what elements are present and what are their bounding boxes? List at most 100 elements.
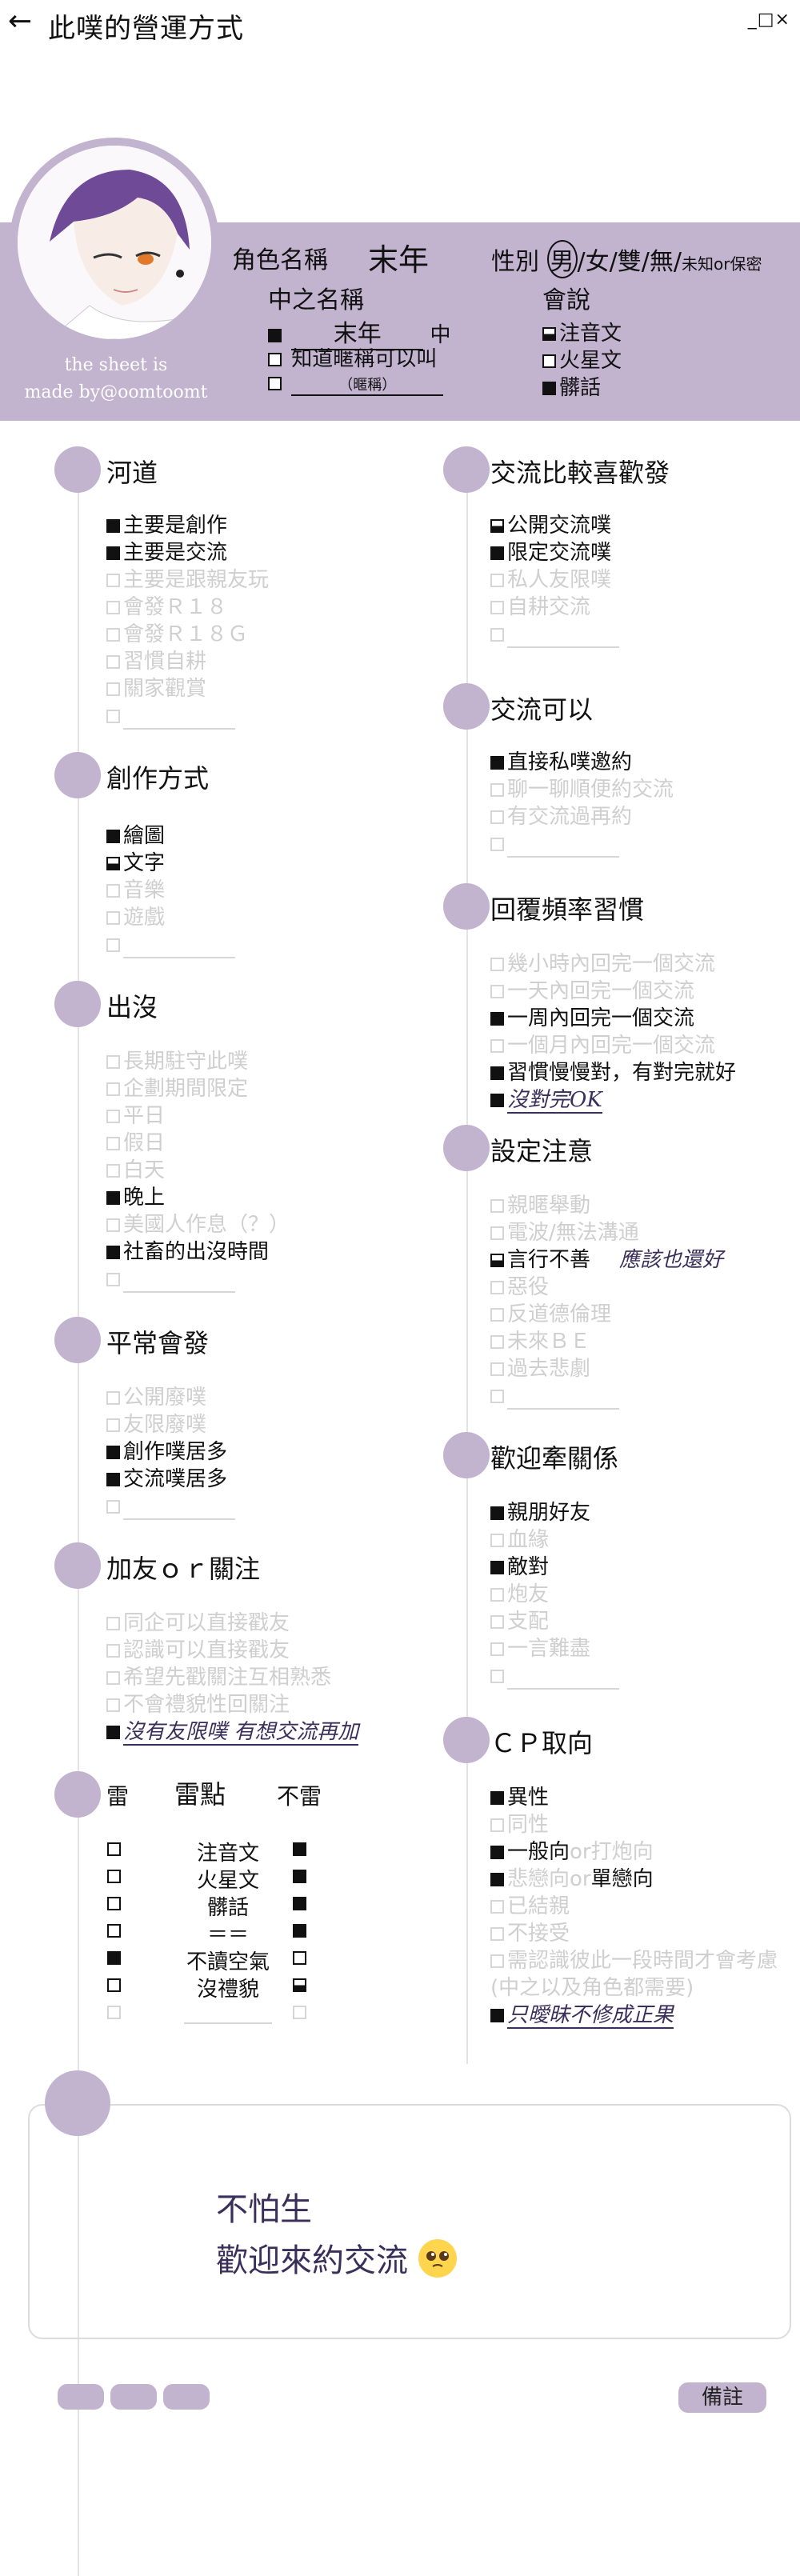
list-item-handwritten[interactable]: 沒有友限噗 有想交流再加 (106, 1718, 359, 1746)
list-item[interactable]: 有交流過再約 (490, 803, 674, 830)
sheet-credit: the sheet is made by@oomtoomt (24, 355, 208, 402)
list-item[interactable]: 公開交流噗 (490, 512, 619, 539)
list-item[interactable]: 主要是創作 (106, 512, 269, 539)
chuangzuo-list: 繪圖 文字 音樂 遊戲 (106, 822, 235, 958)
section-dot (54, 1542, 101, 1589)
list-item[interactable]: 同企可以直接戳友 (106, 1610, 358, 1637)
list-item[interactable]: 親朋好友 (490, 1499, 619, 1526)
speak-swear[interactable]: 髒話 (542, 371, 601, 401)
nickname-option-2[interactable]: 知道暱稱可以叫 (268, 342, 437, 372)
list-item[interactable]: 言行不善應該也還好 (490, 1246, 723, 1274)
list-item[interactable]: 敵對 (490, 1554, 619, 1581)
list-item[interactable]: 血緣 (490, 1526, 619, 1554)
list-item[interactable]: 反道德倫理 (490, 1301, 723, 1328)
list-item[interactable]: 同性 (490, 1811, 778, 1838)
list-item-handwritten[interactable]: 沒對完OK (490, 1086, 736, 1114)
remark-button[interactable]: 備註 (678, 2382, 766, 2413)
list-item[interactable]: 晚上 (106, 1184, 290, 1211)
list-item[interactable]: 主要是交流 (106, 539, 269, 566)
list-item[interactable]: 一周內回完一個交流 (490, 1005, 736, 1032)
list-item[interactable]: 不會禮貌性回關注 (106, 1691, 358, 1718)
list-item[interactable]: 需認識彼此一段時間才會考慮 (490, 1947, 778, 1974)
list-item[interactable]: 白天 (106, 1157, 290, 1184)
list-item[interactable]: 會發Ｒ１８Ｇ (106, 621, 269, 648)
footer-tab-3[interactable] (163, 2384, 210, 2410)
list-item[interactable]: 創作噗居多 (106, 1438, 235, 1466)
list-item[interactable]: 未來ＢＥ (490, 1328, 723, 1355)
list-item[interactable]: 一言難盡 (490, 1635, 619, 1662)
list-item[interactable]: 友限廢噗 (106, 1411, 235, 1438)
section-title-chumo: 出沒 (106, 992, 158, 1022)
list-item-blank[interactable] (106, 931, 235, 958)
nickname-option-3[interactable]: （暱稱） (268, 371, 444, 396)
section-dot (54, 446, 101, 493)
list-item[interactable]: 聊一聊順便約交流 (490, 776, 674, 803)
list-item[interactable]: 假日 (106, 1130, 290, 1157)
list-item[interactable]: 遊戲 (106, 904, 235, 931)
arrow-left-icon[interactable]: ← (8, 5, 33, 38)
list-item[interactable]: 電波/無法溝通 (490, 1219, 723, 1246)
list-item-blank[interactable] (490, 830, 674, 858)
list-item[interactable]: 不接受 (490, 1920, 778, 1947)
list-item[interactable]: 一天內回完一個交流 (490, 978, 736, 1005)
list-item[interactable]: 企劃期間限定 (106, 1075, 290, 1102)
list-item[interactable]: 幾小時內回完一個交流 (490, 950, 736, 978)
list-item[interactable]: 繪圖 (106, 822, 235, 850)
footer-tab-2[interactable] (110, 2384, 157, 2410)
footer-tab-1[interactable] (58, 2384, 104, 2410)
huifu-list: 幾小時內回完一個交流 一天內回完一個交流 一周內回完一個交流 一個月內回完一個交… (490, 950, 736, 1114)
list-item[interactable]: 一個月內回完一個交流 (490, 1032, 736, 1059)
checkbox-empty[interactable] (268, 377, 282, 390)
timeline-right (466, 480, 468, 2064)
list-item[interactable]: 公開廢噗 (106, 1384, 235, 1411)
hedao-list: 主要是創作 主要是交流 主要是跟親友玩 會發Ｒ１８ 會發Ｒ１８Ｇ 習慣自耕 關家… (106, 512, 269, 730)
list-item[interactable]: 習慣慢慢對，有對完就好 (490, 1059, 736, 1086)
list-item-blank[interactable] (490, 621, 619, 648)
list-item[interactable]: 平日 (106, 1102, 290, 1130)
list-item[interactable]: 親暱舉動 (490, 1192, 723, 1219)
list-item[interactable]: 惡役 (490, 1274, 723, 1301)
list-item[interactable]: 交流噗居多 (106, 1466, 235, 1493)
list-item[interactable]: 文字 (106, 850, 235, 877)
list-item-handwritten[interactable]: 只曖昧不修成正果 (490, 2002, 778, 2029)
list-item[interactable]: 長期駐守此噗 (106, 1048, 290, 1075)
window-controls[interactable]: _□× (747, 10, 790, 30)
list-item[interactable]: 已結親 (490, 1893, 778, 1920)
gender-selected[interactable]: 男 (546, 240, 578, 278)
section-dot (443, 1717, 490, 1763)
handwritten-note: 應該也還好 (619, 1248, 724, 1272)
section-title-jiayou: 加友ｏｒ關注 (106, 1554, 261, 1584)
list-item[interactable]: 美國人作息（？） (106, 1211, 290, 1238)
list-item[interactable]: 支配 (490, 1608, 619, 1635)
list-item[interactable]: 私人友限噗 (490, 566, 619, 594)
list-item[interactable]: 限定交流噗 (490, 539, 619, 566)
list-item[interactable]: 過去悲劇 (490, 1355, 723, 1382)
section-dot (45, 2070, 110, 2136)
list-item[interactable]: 悲戀向or單戀向 (490, 1866, 778, 1893)
list-item-blank[interactable] (106, 1266, 290, 1293)
checkbox-checked[interactable] (268, 329, 282, 342)
nickname-option-1[interactable]: 末年 中 (268, 314, 451, 350)
speak-zhuyin[interactable]: 注音文 (542, 317, 622, 346)
list-item[interactable]: 關家觀賞 (106, 675, 269, 702)
list-item[interactable]: 社畜的出沒時間 (106, 1238, 290, 1266)
speak-mars[interactable]: 火星文 (542, 344, 622, 374)
section-title-jiaoliu-fa: 交流比較喜歡發 (490, 458, 670, 488)
list-item[interactable]: 主要是跟親友玩 (106, 566, 269, 594)
list-item[interactable]: 一般向or打炮向 (490, 1838, 778, 1866)
list-item[interactable]: 自耕交流 (490, 594, 619, 621)
list-item[interactable]: 異性 (490, 1784, 778, 1811)
list-item[interactable]: 習慣自耕 (106, 648, 269, 675)
list-item[interactable]: 炮友 (490, 1581, 619, 1608)
list-item[interactable]: 認識可以直接戳友 (106, 1637, 358, 1664)
list-item-blank[interactable] (490, 1382, 723, 1410)
list-item[interactable]: 希望先戳關注互相熟悉 (106, 1664, 358, 1691)
list-item[interactable]: 音樂 (106, 877, 235, 904)
list-item-blank[interactable] (106, 702, 269, 730)
checkbox-empty[interactable] (268, 353, 282, 366)
list-item-blank[interactable] (490, 1662, 619, 1690)
list-item[interactable]: 會發Ｒ１８ (106, 594, 269, 621)
section-dot (54, 981, 101, 1027)
list-item[interactable]: 直接私噗邀約 (490, 749, 674, 776)
list-item-blank[interactable] (106, 1493, 235, 1520)
